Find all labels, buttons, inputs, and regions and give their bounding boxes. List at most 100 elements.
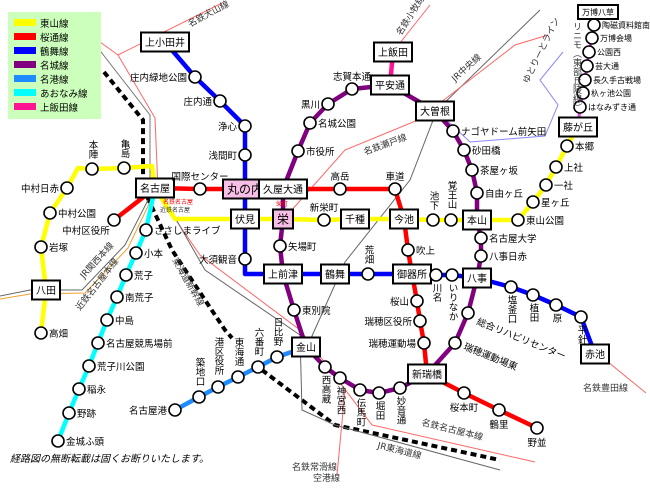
station-nishitakakura[interactable]: 西高蔵 — [318, 360, 332, 404]
station-tsukijiguchi[interactable]: 築地口 — [192, 357, 206, 404]
station-mizuhoundojo[interactable]: 瑞穂運動場 — [368, 336, 431, 350]
station-kamejima[interactable]: 亀島 — [117, 138, 131, 175]
station-tsurumai[interactable]: 鶴舞 — [320, 263, 350, 285]
station-tokaidori[interactable]: 東海通 — [231, 337, 245, 384]
station-shonaidori[interactable]: 庄内通 — [183, 94, 227, 108]
station-kanayama[interactable]: 金山 — [291, 336, 321, 358]
station-honjin[interactable]: 本陣 — [85, 139, 99, 176]
station-hatta[interactable]: 八田 — [31, 279, 61, 301]
station-arahata[interactable]: 荒畑 — [361, 245, 375, 281]
station-chayagasaka[interactable]: 茶屋ヶ坂 — [465, 163, 519, 177]
station-kinjofuto[interactable]: 金城ふ頭 — [51, 434, 105, 448]
station-koennishi[interactable]: 公園西 — [582, 45, 621, 59]
station-minatokuyakusho[interactable]: 港区役所 — [211, 336, 225, 394]
station-bampakuyakusa[interactable]: 万博八草 — [577, 4, 619, 20]
station-bampakukaijo[interactable]: 万博会場 — [585, 31, 632, 45]
station-minamiarako[interactable]: 南荒子 — [110, 290, 154, 304]
station-mizuhokuyakusho[interactable]: 瑞穂区役所 — [364, 314, 427, 328]
station-yagoto[interactable]: 八事 — [462, 267, 492, 289]
station-hongo[interactable]: 本郷 — [560, 139, 595, 153]
station-nakamurakoen[interactable]: 中村公園 — [43, 206, 96, 220]
station-nonami[interactable]: 野並 — [527, 421, 547, 449]
station-shiogamaguchi[interactable]: 塩釜口 — [504, 280, 518, 324]
station-fujigaoka[interactable]: 藤が丘 — [558, 116, 598, 138]
station-jinguunishi[interactable]: 神宮西 — [333, 371, 347, 415]
station-label: 堀田 — [374, 401, 386, 421]
station-shiyakusho[interactable]: 市役所 — [291, 144, 335, 158]
station-inae[interactable]: 稲永 — [72, 382, 107, 396]
station-jiyugaoka[interactable]: 自由ヶ丘 — [470, 186, 524, 200]
station-motoyama[interactable]: 本山 — [462, 209, 492, 231]
station-mizuhoundojohigashi[interactable]: 瑞穂運動場東 — [448, 336, 520, 373]
station-kamiotai[interactable]: 上小田井 — [140, 31, 190, 53]
station-nagoyako[interactable]: 名古屋港 — [129, 403, 182, 417]
station-hara[interactable]: 原 — [549, 298, 563, 323]
station-kawana[interactable]: 川名 — [429, 268, 443, 303]
station-fukiage[interactable]: 吹上 — [401, 243, 436, 257]
station-arako[interactable]: 荒子 — [119, 268, 154, 282]
station-nakamuranisseki[interactable]: 中村日赤 — [21, 181, 74, 195]
station-tsurusato[interactable]: 鶴里 — [489, 403, 509, 431]
station-osukannon[interactable]: 大須観音 — [199, 252, 252, 266]
station-sakae[interactable]: 栄 — [272, 208, 294, 230]
station-sasashima[interactable]: ささしまライブ — [139, 223, 221, 237]
station-shigahondori[interactable]: 志賀本通 — [333, 71, 372, 96]
station-fushimi[interactable]: 伏見 — [230, 208, 260, 230]
station-gokiso[interactable]: 御器所 — [392, 263, 432, 285]
station-higashiyamakoen[interactable]: 東山公園 — [511, 213, 564, 227]
station-sunadabashi[interactable]: 砂田橋 — [457, 143, 501, 157]
station-ueda[interactable]: 植田 — [526, 288, 540, 323]
station-rokubancho[interactable]: 六番町 — [251, 327, 265, 374]
station-ozone[interactable]: 大曽根 — [415, 100, 455, 122]
station-temmacho[interactable]: 伝馬町 — [353, 383, 367, 427]
station-heiando[interactable]: 平安通 — [370, 74, 410, 96]
station-nagakute[interactable]: 長久手古戦場 — [578, 73, 641, 87]
station-arakogawakoen[interactable]: 荒子川公園 — [82, 359, 145, 373]
station-takaoka[interactable]: 高岳 — [330, 171, 350, 196]
station-geidai[interactable]: 芸大通 — [580, 59, 619, 73]
station-kurumamichi[interactable]: 車道 — [385, 171, 405, 196]
station-horita[interactable]: 堀田 — [372, 386, 386, 421]
station-sakurayama[interactable]: 桜山 — [390, 294, 424, 308]
station-aratamabashi[interactable]: 新瑞橋 — [407, 363, 447, 385]
station-kamiyashiro[interactable]: 上社 — [549, 160, 584, 174]
station-yabacho[interactable]: 矢場町 — [273, 239, 317, 253]
station-kokusai[interactable]: 国際センター — [171, 171, 229, 196]
station-tojishiryokan[interactable]: 陶磁資料館南 — [587, 18, 650, 32]
station-sengencho[interactable]: 浅間町 — [208, 148, 252, 162]
station-ikeshita[interactable]: 池下 — [426, 190, 440, 227]
station-kamimaezu[interactable]: 上前津 — [263, 263, 303, 285]
station-iwatsuka[interactable]: 岩塚 — [34, 240, 69, 254]
station-yagotonisseki[interactable]: 八事日赤 — [474, 249, 528, 263]
station-irinaka[interactable]: いりなか — [445, 268, 459, 321]
station-nagoyadaigaku[interactable]: 名古屋大学 — [474, 231, 537, 245]
station-kakuozan[interactable]: 覚王山 — [444, 180, 458, 227]
station-higashibetsuin[interactable]: 東別院 — [287, 303, 331, 317]
station-takabata[interactable]: 高畑 — [34, 326, 68, 340]
station-hoshigaoka[interactable]: 星ヶ丘 — [526, 195, 570, 209]
station-kamiiida[interactable]: 上飯田 — [373, 41, 413, 63]
station-noseki[interactable]: 野跡 — [62, 406, 97, 420]
station-hanamizuki[interactable]: はなみずき通 — [573, 100, 636, 114]
station-joshin[interactable]: 浄心 — [218, 119, 252, 133]
station-meijokoen[interactable]: 名城公園 — [303, 116, 356, 130]
station-komoto[interactable]: 小本 — [129, 246, 164, 260]
station-hisaya[interactable]: 久屋大通 — [258, 178, 308, 200]
station-sakuragicho[interactable]: 桜本町 — [450, 386, 479, 414]
station-nakajima[interactable]: 中島 — [100, 313, 134, 327]
station-akaike[interactable]: 赤池 — [580, 343, 610, 365]
station-shonairyokuchi[interactable]: 庄内緑地公園 — [130, 70, 202, 84]
station-hibino[interactable]: 日比野 — [270, 318, 284, 364]
station-nakamurakuyakusho[interactable]: 中村区役所 — [62, 213, 121, 237]
station-issha[interactable]: 一社 — [539, 178, 574, 192]
station-myoondori[interactable]: 妙音通 — [393, 381, 407, 425]
station-keibajo[interactable]: 名古屋競馬場前 — [91, 336, 173, 350]
station-nagoyadome[interactable]: ナゴヤドーム前矢田 — [446, 124, 546, 138]
station-chikusa[interactable]: 千種 — [340, 208, 370, 230]
station-hirabari[interactable]: 平針 — [574, 310, 588, 345]
station-kurokawa[interactable]: 黒川 — [301, 97, 335, 111]
station-imaike[interactable]: 今池 — [389, 208, 419, 230]
station-shinsakaemachi[interactable]: 新栄町 — [310, 202, 339, 227]
station-nagoya[interactable]: 名古屋 — [135, 177, 175, 199]
station-iriga[interactable]: 杁ヶ池公園 — [576, 86, 631, 100]
